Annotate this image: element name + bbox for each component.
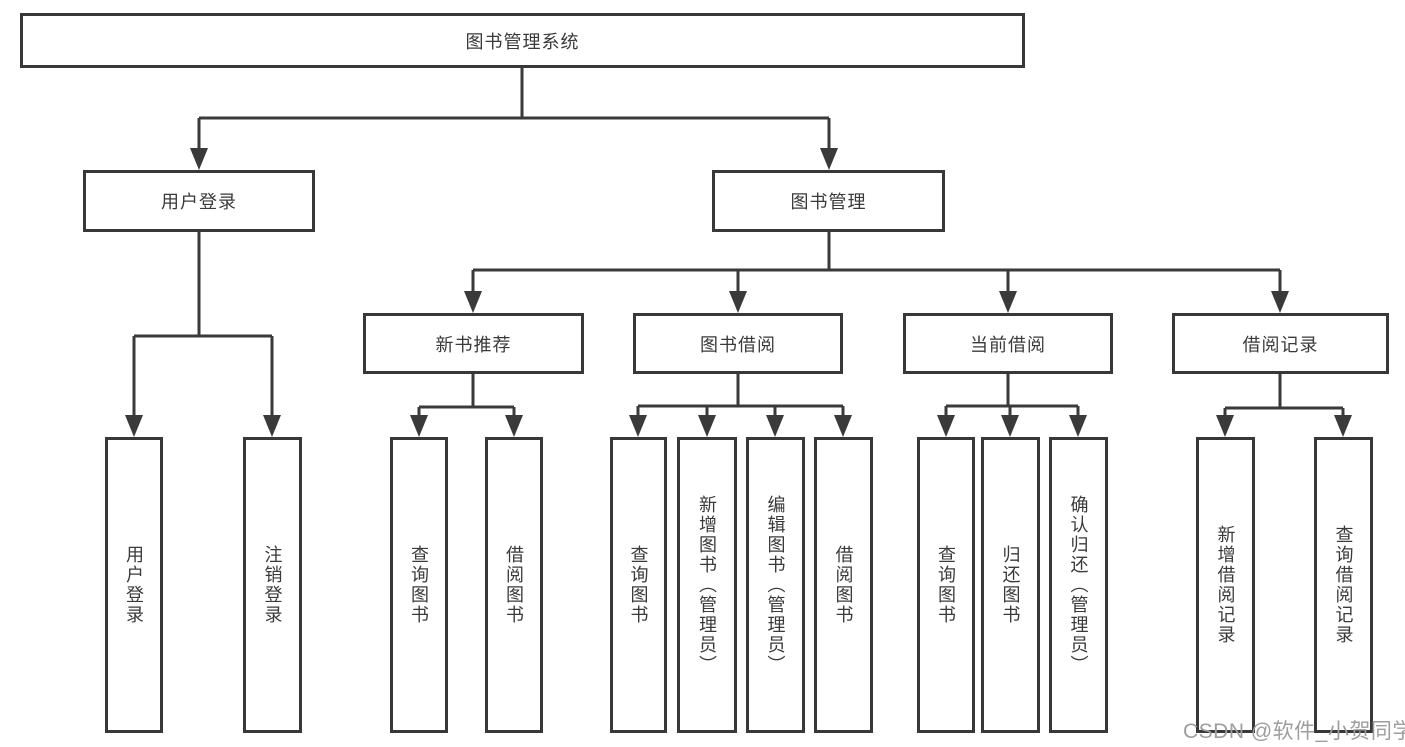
arrowhead-icon xyxy=(464,291,482,313)
arrowhead-icon xyxy=(1001,415,1019,437)
leaf-query-books: 查询图书 xyxy=(610,437,667,733)
arrowhead-icon xyxy=(937,415,955,437)
leaf-query-borrow-record: 查询借阅记录 xyxy=(1314,437,1373,733)
arrowhead-icon xyxy=(999,291,1017,313)
node-label: 注销登录 xyxy=(262,545,283,625)
node-label: 用户登录 xyxy=(124,545,144,625)
node-new-book-recommend: 新书推荐 xyxy=(363,313,584,374)
leaf-logout: 注销登录 xyxy=(243,437,302,733)
node-label: 图书管理 xyxy=(790,192,867,212)
connector xyxy=(197,67,831,150)
node-label: 确认归还（管理员） xyxy=(1068,495,1089,675)
arrowhead-icon xyxy=(190,148,208,170)
node-label: 新增借阅记录 xyxy=(1215,525,1236,645)
node-system-root: 图书管理系统 xyxy=(20,13,1025,68)
arrowhead-icon xyxy=(1271,291,1289,313)
leaf-confirm-return-admin: 确认归还（管理员） xyxy=(1049,437,1108,733)
node-book-management: 图书管理 xyxy=(712,170,945,232)
arrowhead-icon xyxy=(410,415,428,437)
csdn-watermark: CSDN @软件_小贺同学 xyxy=(1183,720,1405,743)
node-label: 编辑图书（管理员） xyxy=(765,495,786,675)
connector xyxy=(1223,374,1345,417)
node-label: 查询图书 xyxy=(409,545,429,625)
connector xyxy=(471,232,1282,293)
arrowhead-icon xyxy=(729,291,747,313)
node-current-borrow: 当前借阅 xyxy=(903,313,1113,374)
arrowhead-icon xyxy=(505,415,523,437)
arrowhead-icon xyxy=(820,148,838,170)
node-label: 查询图书 xyxy=(936,545,956,625)
arrowhead-icon xyxy=(629,415,647,437)
node-label: 查询借阅记录 xyxy=(1333,525,1354,645)
connector xyxy=(636,374,845,417)
node-borrow-records: 借阅记录 xyxy=(1172,313,1389,374)
leaf-query-books: 查询图书 xyxy=(390,437,448,733)
node-book-borrow: 图书借阅 xyxy=(633,313,843,374)
node-label: 图书管理系统 xyxy=(465,31,580,52)
node-label: 借阅图书 xyxy=(504,545,524,625)
connector xyxy=(417,374,516,417)
node-label: 用户登录 xyxy=(161,192,237,212)
arrowhead-icon xyxy=(766,415,784,437)
leaf-query-books: 查询图书 xyxy=(917,437,975,733)
arrowhead-icon xyxy=(698,415,716,437)
node-label: 查询图书 xyxy=(628,545,649,625)
node-label: 当前借阅 xyxy=(970,334,1046,355)
connector xyxy=(132,232,274,417)
node-label: 新增图书（管理员） xyxy=(697,495,717,675)
leaf-add-books-admin: 新增图书（管理员） xyxy=(677,437,737,733)
node-user-login: 用户登录 xyxy=(83,170,315,232)
node-label: 借阅图书 xyxy=(833,545,854,625)
leaf-return-books: 归还图书 xyxy=(981,437,1040,733)
leaf-user-login: 用户登录 xyxy=(105,437,163,733)
connector xyxy=(944,374,1080,417)
arrowhead-icon xyxy=(834,415,852,437)
arrowhead-icon xyxy=(1334,415,1352,437)
arrowhead-icon xyxy=(1216,415,1234,437)
leaf-borrow-books: 借阅图书 xyxy=(485,437,543,733)
node-label: 归还图书 xyxy=(1000,545,1021,625)
arrowhead-icon xyxy=(125,415,143,437)
leaf-edit-books-admin: 编辑图书（管理员） xyxy=(746,437,805,733)
leaf-add-borrow-record: 新增借阅记录 xyxy=(1196,437,1255,733)
node-label: 新书推荐 xyxy=(435,334,512,355)
node-label: 图书借阅 xyxy=(700,334,776,355)
node-label: 借阅记录 xyxy=(1242,334,1319,355)
arrowhead-icon xyxy=(1069,415,1087,437)
leaf-borrow-books: 借阅图书 xyxy=(814,437,873,733)
arrowhead-icon xyxy=(263,415,281,437)
